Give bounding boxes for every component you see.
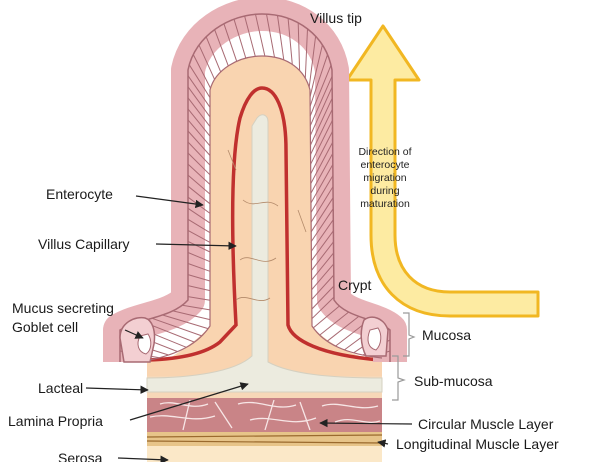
label-longitudinal-muscle: Longitudinal Muscle Layer: [396, 436, 559, 452]
goblet-cell-right: [361, 317, 388, 356]
label-lamina-propria: Lamina Propria: [8, 413, 103, 429]
label-mucosa: Mucosa: [422, 327, 471, 343]
sub-mucosa-bracket: [392, 356, 404, 400]
label-villus-capillary: Villus Capillary: [38, 236, 130, 252]
circular-muscle-layer: [147, 398, 382, 432]
label-serosa: Serosa: [58, 450, 102, 462]
label-circular-muscle: Circular Muscle Layer: [418, 416, 553, 432]
label-direction-of-migration: Direction of enterocyte migration during…: [350, 146, 420, 211]
label-goblet-cell: Mucus secreting Goblet cell: [12, 299, 142, 337]
label-enterocyte: Enterocyte: [46, 186, 113, 202]
label-lacteal: Lacteal: [38, 380, 83, 396]
label-sub-mucosa: Sub-mucosa: [414, 373, 493, 389]
label-crypt: Crypt: [338, 277, 371, 293]
label-villus-tip: Villus tip: [310, 10, 362, 26]
lacteal-pointer: [86, 388, 148, 390]
longitudinal-muscle-layer: [147, 432, 382, 446]
